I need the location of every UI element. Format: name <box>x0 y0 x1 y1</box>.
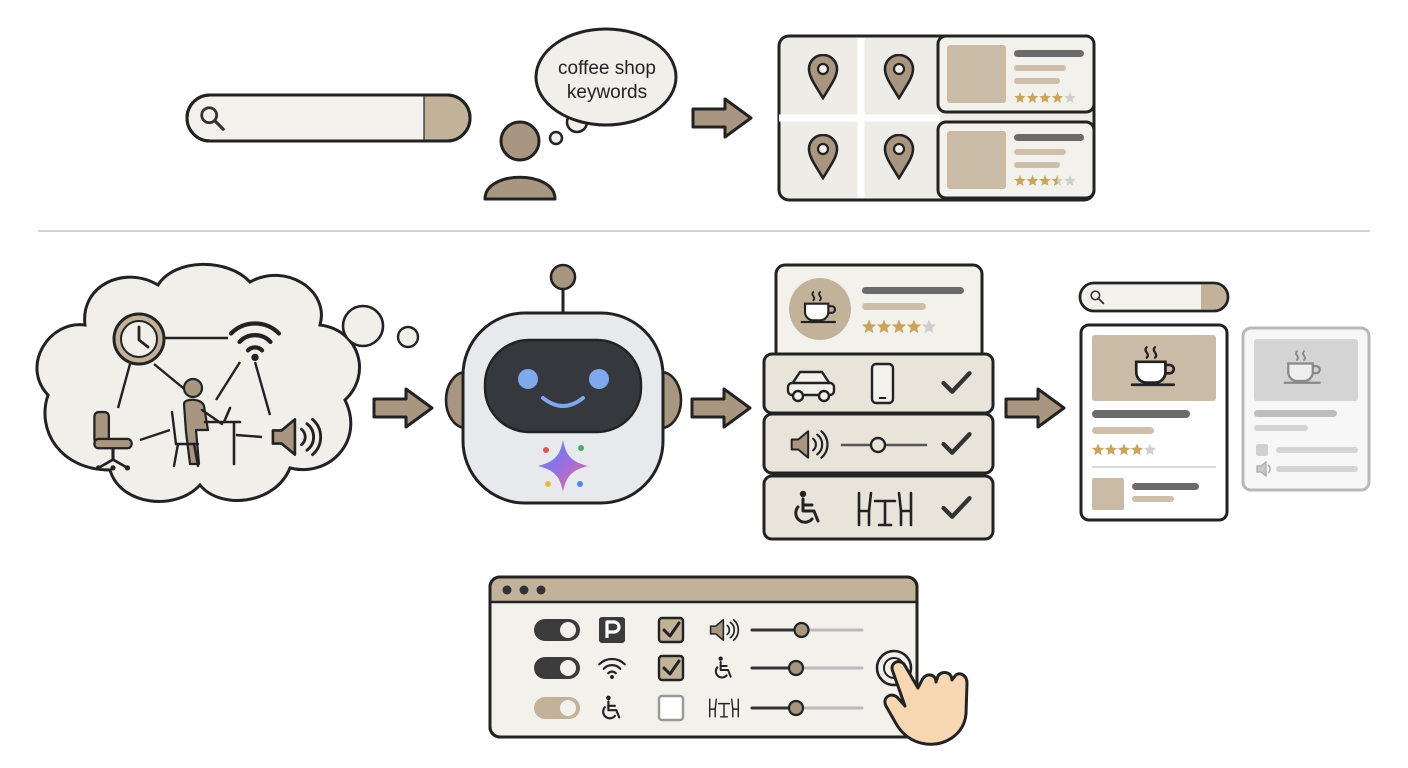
toggle-switch[interactable] <box>534 619 580 641</box>
star-icon <box>1014 175 1026 186</box>
filter-settings-window <box>488 575 919 739</box>
star-icon <box>1026 175 1039 186</box>
search-bar[interactable] <box>185 93 472 143</box>
star-icon <box>1104 443 1118 456</box>
phone-icon <box>870 362 895 405</box>
thought-line-2: keywords <box>566 82 648 103</box>
star-icon <box>1117 443 1131 456</box>
person-at-desk-icon <box>170 377 242 468</box>
filter-row <box>534 694 864 722</box>
thought-line-1: coffee shop <box>558 58 656 79</box>
sparkle-icon <box>538 440 588 492</box>
star-icon <box>1064 175 1076 186</box>
star-icon <box>1064 92 1076 103</box>
arrow-icon <box>1004 387 1066 429</box>
toggle-switch[interactable] <box>534 657 580 679</box>
pointing-hand-icon <box>883 660 969 746</box>
star-icon <box>906 319 922 334</box>
result-card[interactable] <box>936 34 1096 114</box>
checkbox[interactable] <box>657 694 685 722</box>
thought-bubbles-small <box>341 304 420 349</box>
checkbox[interactable] <box>657 654 685 682</box>
speaker-icon <box>1256 460 1271 478</box>
parking-icon <box>599 617 625 643</box>
star-icon <box>1014 92 1026 103</box>
star-icon <box>861 319 877 334</box>
filter-row <box>534 654 864 682</box>
slider[interactable] <box>750 659 864 677</box>
clock-icon <box>112 312 166 366</box>
star-rating <box>1014 92 1076 103</box>
ai-assistant-robot <box>444 263 683 505</box>
result-card[interactable] <box>936 120 1096 200</box>
thought-bubble <box>534 27 678 146</box>
arrow-icon <box>690 387 752 429</box>
star-rating <box>1014 175 1076 186</box>
slider[interactable] <box>750 621 864 639</box>
thinking-person <box>483 120 557 201</box>
star-icon <box>1051 175 1058 186</box>
star-icon <box>1039 175 1051 186</box>
thought-bubble-label: coffee shop keywords <box>542 57 672 105</box>
star-icon <box>1051 92 1064 103</box>
window-controls[interactable] <box>502 585 546 595</box>
star-icon <box>1143 443 1157 456</box>
star-icon <box>921 319 937 334</box>
slider[interactable] <box>750 699 864 717</box>
volume-slider[interactable] <box>840 436 928 454</box>
refined-search-bar[interactable] <box>1078 281 1230 313</box>
star-icon <box>1039 92 1051 103</box>
top-result-card[interactable] <box>1079 323 1229 522</box>
arrow-icon <box>691 97 753 139</box>
star-icon <box>1130 443 1144 456</box>
star-icon <box>1091 443 1105 456</box>
car-icon <box>786 370 836 403</box>
feature-row-accessibility[interactable] <box>762 474 995 541</box>
checkbox[interactable] <box>657 616 685 644</box>
star-icon <box>1026 92 1039 103</box>
toggle-switch[interactable] <box>534 697 580 719</box>
filter-row <box>534 616 864 644</box>
arrow-icon <box>372 387 434 429</box>
star-icon <box>876 319 892 334</box>
star-rating <box>861 319 937 334</box>
star-rating <box>1091 443 1157 456</box>
star-icon <box>891 319 907 334</box>
